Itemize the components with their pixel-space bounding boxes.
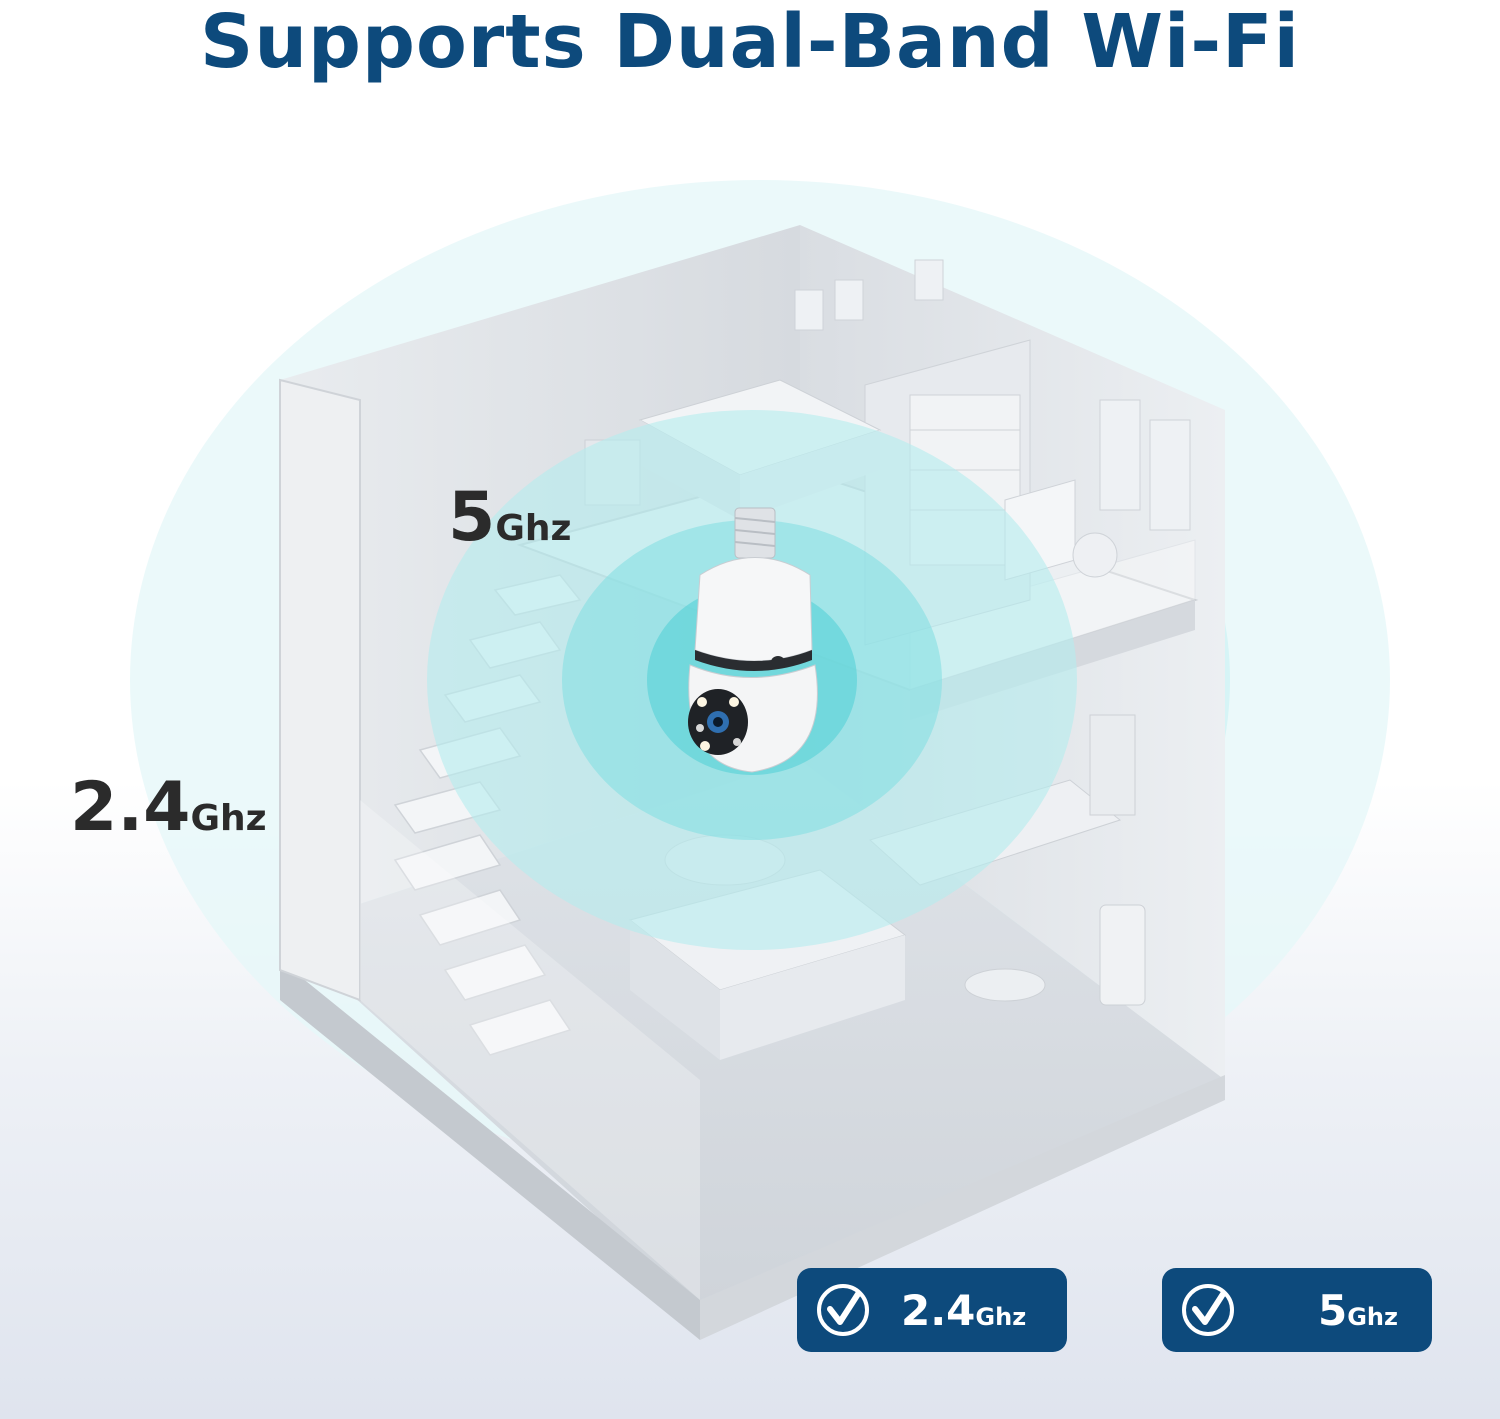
check-circle-icon <box>1182 1284 1234 1336</box>
front-glass <box>360 800 700 1300</box>
page-title: Supports Dual-Band Wi-Fi <box>200 0 1300 85</box>
badge-5ghz: 5Ghz <box>1162 1268 1432 1352</box>
label-2-4ghz: 2.4Ghz <box>70 768 267 847</box>
bulb-camera <box>688 507 818 773</box>
floor-slab <box>280 960 700 1340</box>
label-5ghz: 5Ghz <box>448 478 572 557</box>
check-circle-icon <box>817 1284 869 1336</box>
badge-2-4ghz: 2.4Ghz <box>797 1268 1067 1352</box>
side-table <box>964 968 1046 1002</box>
badge-5ghz-text: 5Ghz <box>1318 1285 1398 1335</box>
badge-2-4ghz-text: 2.4Ghz <box>901 1285 1027 1335</box>
left-pillar <box>279 378 361 1002</box>
